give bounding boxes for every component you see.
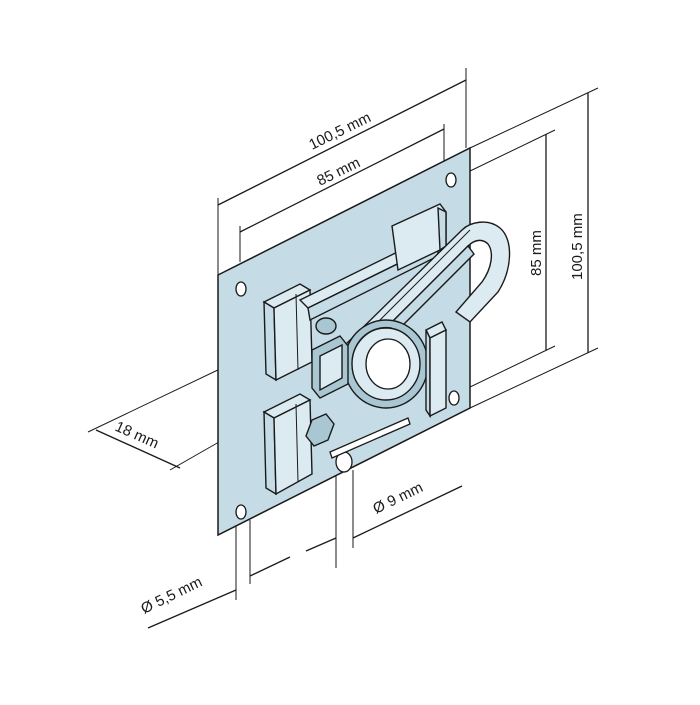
hinge-lower: [262, 393, 313, 496]
label-right-height: 100,5 mm: [569, 213, 586, 280]
label-inner-width: 85 mm: [314, 154, 363, 189]
mounting-hole-bottom-left: [235, 504, 247, 520]
latch-frame: [298, 203, 447, 322]
mounting-hole-bottom-right: [448, 390, 460, 406]
label-hole-large: Ø 9 mm: [370, 479, 425, 518]
label-inner-height: 85 mm: [528, 230, 545, 276]
label-depth: 18 mm: [112, 418, 161, 452]
mounting-hole-top-right: [445, 172, 457, 188]
mounting-hole-top-left: [235, 281, 247, 297]
label-hole-small: Ø 5,5 mm: [138, 573, 205, 617]
bolt: [311, 317, 349, 399]
dimension-lines: [87, 68, 599, 629]
hinge-upper: [262, 283, 313, 382]
latch-post: [425, 321, 447, 419]
nut: [305, 413, 335, 447]
rotating-disc: [343, 319, 429, 409]
